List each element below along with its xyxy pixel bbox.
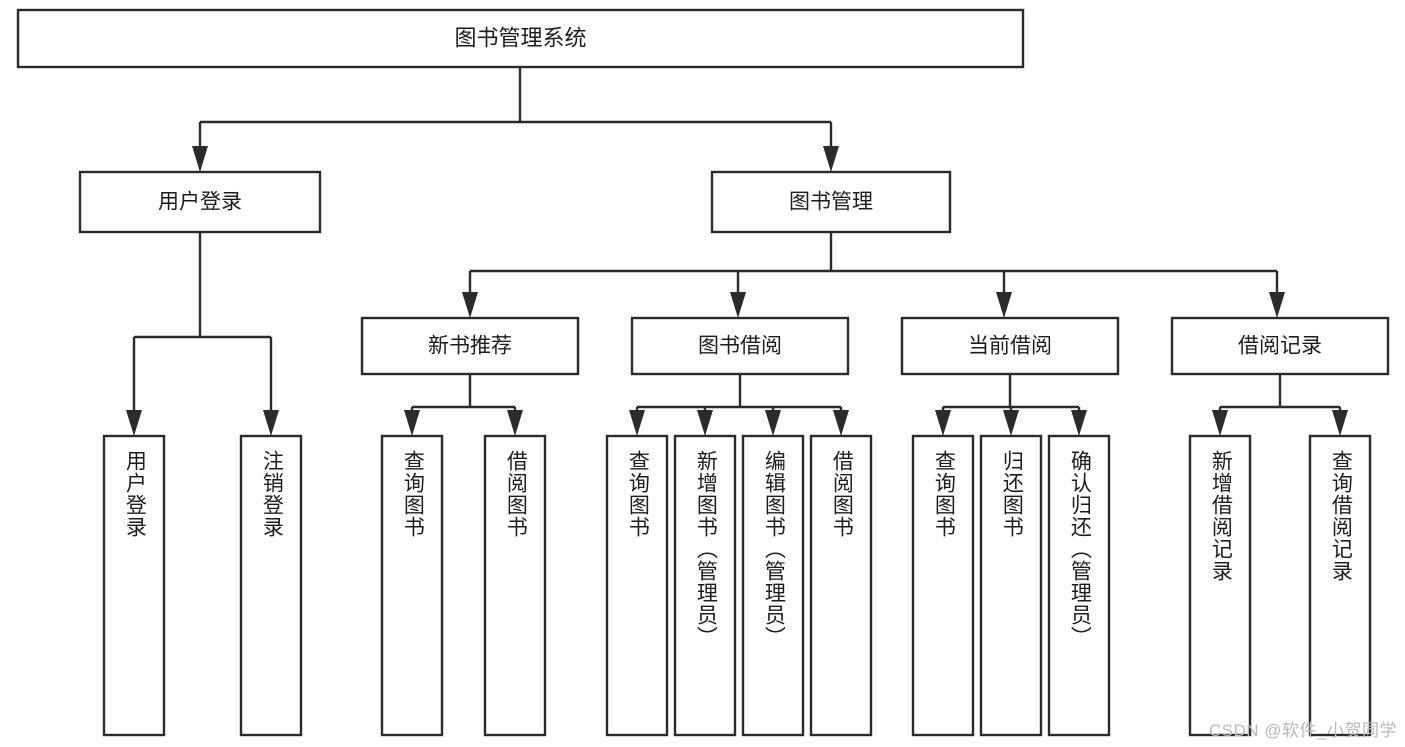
level3-node-label: 新书推荐 <box>428 335 512 358</box>
level3-node-box <box>630 316 850 376</box>
arrow-head-icon <box>823 146 839 172</box>
leaf-node-box <box>102 434 166 737</box>
leaf-node-box <box>1308 434 1372 737</box>
level2-node-box <box>78 170 322 234</box>
level3-node-label: 当前借阅 <box>968 335 1052 358</box>
root-node-box <box>16 8 1025 69</box>
level3-node-box <box>900 316 1120 376</box>
leaf-node-box <box>979 434 1043 737</box>
arrow-head-icon <box>263 410 279 436</box>
arrow-head-icon <box>1332 410 1348 436</box>
node-box-layer <box>16 8 1390 737</box>
arrow-head-icon <box>404 410 420 436</box>
level3-node-label: 借阅记录 <box>1238 335 1322 358</box>
arrow-head-icon <box>697 410 713 436</box>
level2-node-label: 用户登录 <box>158 191 242 214</box>
leaf-node-box <box>483 434 547 737</box>
leaf-node-box <box>673 434 737 737</box>
arrow-head-icon <box>1071 410 1087 436</box>
arrow-head-icon <box>1212 410 1228 436</box>
arrow-head-icon <box>507 410 523 436</box>
leaf-node-box <box>741 434 805 737</box>
leaf-node-box <box>380 434 444 737</box>
root-node-label: 图书管理系统 <box>454 25 586 50</box>
leaf-node-box <box>1047 434 1111 737</box>
arrow-head-icon <box>935 410 951 436</box>
arrow-head-icon <box>996 292 1012 318</box>
leaf-node-box <box>809 434 873 737</box>
leaf-node-box <box>911 434 975 737</box>
arrow-head-icon <box>1269 292 1285 318</box>
level2-node-box <box>710 170 952 234</box>
watermark-text: CSDN @软件_小贺同学 <box>1208 721 1397 740</box>
level2-node-label: 图书管理 <box>789 191 873 214</box>
arrow-head-icon <box>765 410 781 436</box>
arrow-head-icon <box>126 410 142 436</box>
leaf-node-box <box>1188 434 1252 737</box>
arrow-head-icon <box>730 292 746 318</box>
level3-node-box <box>1170 316 1390 376</box>
arrow-head-icon <box>629 410 645 436</box>
leaf-node-box <box>605 434 669 737</box>
arrow-head-icon <box>833 410 849 436</box>
arrow-head-icon <box>192 146 208 172</box>
leaf-node-box <box>239 434 303 737</box>
connector-layer <box>126 67 1348 436</box>
level3-node-label: 图书借阅 <box>698 335 782 358</box>
arrow-head-icon <box>462 292 478 318</box>
arrow-head-icon <box>1003 410 1019 436</box>
level3-node-box <box>360 316 580 376</box>
